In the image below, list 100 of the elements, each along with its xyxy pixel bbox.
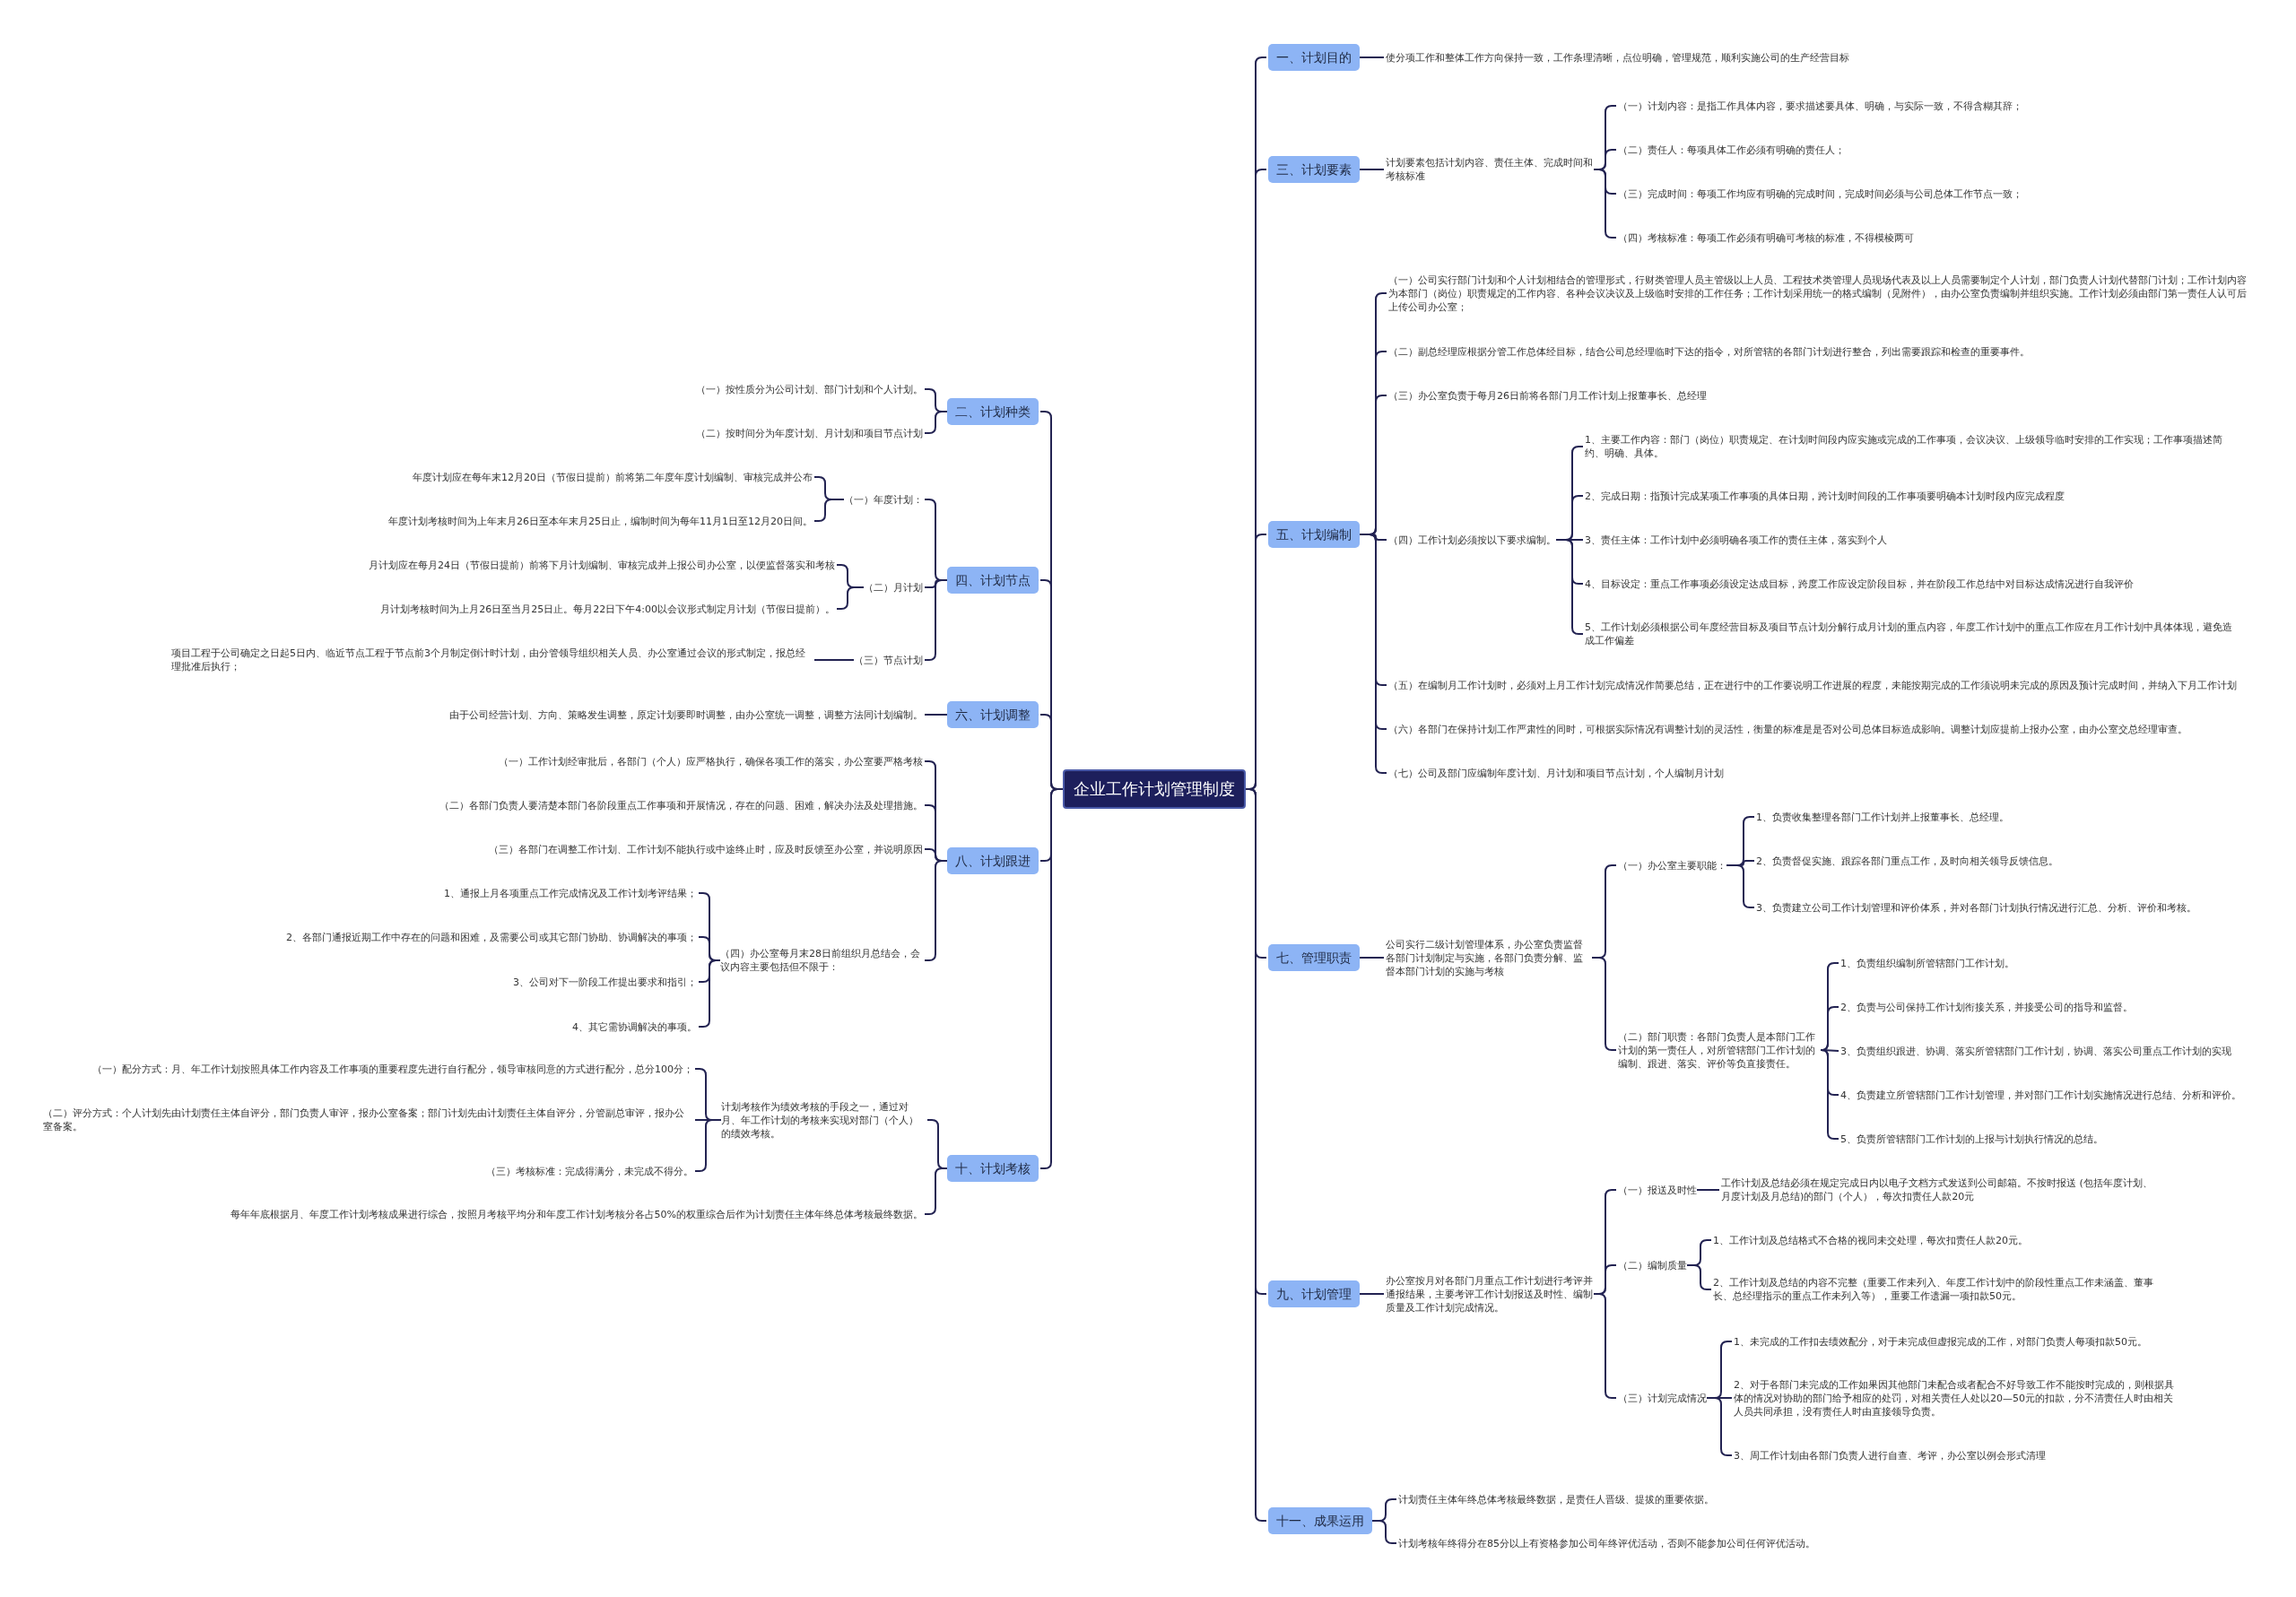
topic-text: 5、负责所管辖部门工作计划的上报与计划执行情况的总结。 bbox=[1840, 1132, 2103, 1146]
branch-topic-box: 十、计划考核 bbox=[947, 1155, 1039, 1182]
connector-line bbox=[836, 586, 865, 610]
topic-text: （一）按性质分为公司计划、部门计划和个人计划。 bbox=[696, 382, 923, 396]
connector-line bbox=[924, 411, 948, 434]
topic-text: 计划责任主体年终总体考核最终数据，是责任人晋级、提拔的重要依据。 bbox=[1398, 1492, 1714, 1506]
connector-line bbox=[924, 860, 948, 961]
connector-line bbox=[1686, 1264, 1712, 1290]
topic-text: 3、公司对下一阶段工作提出要求和指引； bbox=[513, 975, 697, 989]
topic-text: （二）副总经理应根据分管工作总体经目标，结合公司总经理临时下达的指令，对所管辖的各部门计划进行整合，列出需要跟踪和检查的重要事件。 bbox=[1388, 344, 2030, 359]
topic-text: 3、周工作计划由各部门负责人进行自查、考评，办公室以例会形式清理 bbox=[1734, 1448, 2046, 1462]
topic-text: （三）计划完成情况 bbox=[1618, 1391, 1707, 1405]
topic-text: 年度计划应在每年末12月20日（节假日提前）前将第二年度年度计划编制、审核完成并公布 bbox=[413, 470, 813, 484]
topic-text: （一）年度计划： bbox=[844, 492, 923, 507]
topic-text: 办公室按月对各部门月重点工作计划进行考评并通报结果，主要考评工作计划报送及时性、编制质量及工作计划完成情况。 bbox=[1386, 1273, 1594, 1315]
topic-text: 1、工作计划及总结格式不合格的视同未交处理，每次扣责任人款20元。 bbox=[1713, 1233, 2028, 1247]
topic-text: 计划考核年终得分在85分以上有资格参加公司年终评优活动，否则不能参加公司任何评优活动。 bbox=[1398, 1536, 1815, 1550]
topic-text: 公司实行二级计划管理体系，办公室负责监督各部门计划制定与实施，各部门负责分解、监督本部门计划的实施与考核 bbox=[1386, 937, 1592, 978]
topic-text: （三）办公室负责于每月26日前将各部门月工作计划上报董事长、总经理 bbox=[1388, 388, 1707, 403]
topic-text: 1、负责组织编制所管辖部门工作计划。 bbox=[1840, 956, 2014, 970]
topic-text: 1、未完成的工作扣去绩效配分，对于未完成但虚报完成的工作，对部门负责人每项扣款50元。 bbox=[1734, 1334, 2147, 1349]
topic-text: （一）计划内容：是指工作具体内容，要求描述要具体、明确，与实际一致，不得含糊其辞； bbox=[1618, 99, 2022, 113]
topic-text: 2、负责督促实施、跟踪各部门重点工作，及时向相关领导反馈信息。 bbox=[1756, 854, 2058, 868]
topic-text: （四）办公室每月末28日前组织月总结会，会议内容主要包括但不限于： bbox=[720, 947, 923, 974]
connector-line bbox=[1371, 1520, 1397, 1544]
connector-line bbox=[1820, 1049, 1839, 1140]
connector-line bbox=[1591, 957, 1617, 1051]
topic-text: （六）各部门在保持计划工作严肃性的同时，可根据实际情况有调整计划的灵活性，衡量的标准是是否对公司总体目标造成影响。调整计划应提前上报办公室，由办公室交总经理审查。 bbox=[1388, 722, 2276, 736]
topic-text: 工作计划及总结必须在规定完成日内以电子文档方式发送到公司邮箱。不按时报送 (包括年度计划、月度计划及月总结)的部门（个人），每次扣责任人款20元 bbox=[1721, 1176, 2161, 1203]
topic-text: 2、对于各部门未完成的工作如果因其他部门未配合或者配合不好导致工作不能按时完成的，则根据具体的情况对协助的部门给予相应的处罚，对相关责任人处以20—50元的扣款，分不清责任人时由相关人员共同承担，没有责任人时由直接领导负责。 bbox=[1734, 1377, 2178, 1419]
connector-line bbox=[1593, 169, 1617, 239]
connector-line bbox=[1726, 864, 1755, 908]
topic-text: （一）报送及时性 bbox=[1618, 1183, 1697, 1197]
connector-line bbox=[924, 579, 948, 661]
topic-text: 5、工作计划必须根据公司年度经营目标及项目节点计划分解行成月计划的重点内容，年度工作计划中的重点工作应在月工作计划中具体体现，避免造成工作偏差 bbox=[1585, 621, 2239, 647]
topic-text: 使分项工作和整体工作方向保持一致，工作条理清晰，点位明确，管理规范，顺利实施公司的生产经营目标 bbox=[1386, 50, 1849, 65]
connector-line bbox=[1359, 534, 1387, 774]
topic-text: （二）按时间分为年度计划、月计划和项目节点计划 bbox=[696, 426, 923, 440]
topic-text: 1、通报上月各项重点工作完成情况及工作计划考评结果； bbox=[444, 886, 697, 900]
connector-line bbox=[1706, 1397, 1733, 1456]
topic-text: （二）月计划 bbox=[864, 580, 923, 595]
connector-line bbox=[813, 659, 855, 661]
topic-text: 4、目标设定：重点工作事项必须设定达成目标，跨度工作应设定阶段目标，并在阶段工作总结中对目标达成情况进行自我评价 bbox=[1585, 577, 2134, 591]
connector-line bbox=[1696, 1189, 1720, 1191]
connector-line bbox=[694, 1119, 722, 1172]
connector-line bbox=[1359, 957, 1385, 959]
connector-line bbox=[1359, 169, 1385, 170]
topic-text: （一）工作计划经审批后，各部门（个人）应严格执行，确保各项工作的落实，办公室要严格考核 bbox=[499, 754, 923, 768]
central-topic-box: 企业工作计划管理制度 bbox=[1063, 769, 1246, 809]
topic-text: （五）在编制月工作计划时，必须对上月工作计划完成情况作简要总结，正在进行中的工作要说明工作进展的程度，未能按期完成的工作须说明未完成的原因及预计完成时间，并纳入下月工作计划 bbox=[1388, 678, 2276, 692]
topic-text: 3、责任主体：工作计划中必须明确各项工作的责任主体，落实到个人 bbox=[1585, 533, 1887, 547]
topic-text: 每年年底根据月、年度工作计划考核成果进行综合，按照月考核平均分和年度工作计划考核分各占50%的权重综合后作为计划责任主体年终总体考核最终数据。 bbox=[230, 1207, 923, 1221]
connector-line bbox=[1555, 539, 1584, 635]
topic-text: 月计划考核时间为上月26日至当月25日止。每月22日下午4:00以会议形式制定月计划（节假日提前）。 bbox=[380, 602, 835, 616]
topic-text: （二）评分方式：个人计划先由计划责任主体自评分，部门负责人审评，报办公室备案；部门计划先由计划责任主体自评分，分管副总审评，报办公室备案。 bbox=[43, 1107, 693, 1133]
topic-text: 计划要素包括计划内容、责任主体、完成时间和考核标准 bbox=[1386, 156, 1594, 183]
topic-text: 1、主要工作内容：部门（岗位）职责规定、在计划时间段内应实施或完成的工作事项，会议决议、上级领导临时安排的工作实现；工作事项描述简约、明确、具体。 bbox=[1585, 433, 2239, 460]
topic-text: （三）考核标准：完成得满分，未完成不得分。 bbox=[486, 1164, 693, 1178]
connector-line bbox=[1593, 1293, 1617, 1399]
topic-text: （二）各部门负责人要清楚本部门各阶段重点工作事项和开展情况，存在的问题、困难，解决办法及处理措施。 bbox=[439, 798, 923, 812]
topic-text: （二）部门职责：各部门负责人是本部门工作计划的第一责任人，对所管辖部门工作计划的编制、跟进、落实、评价等负直接责任。 bbox=[1618, 1029, 1821, 1071]
topic-text: （二）编制质量 bbox=[1618, 1258, 1687, 1272]
topic-text: （四）考核标准：每项工作必须有明确可考核的标准，不得模棱两可 bbox=[1618, 230, 1914, 245]
branch-topic-box: 六、计划调整 bbox=[947, 701, 1039, 728]
topic-text: 4、负责建立所管辖部门工作计划管理，并对部门工作计划实施情况进行总结、分析和评价。 bbox=[1840, 1088, 2241, 1102]
topic-text: 月计划应在每月24日（节假日提前）前将下月计划编制、审核完成并上报公司办公室，以便监督落实和考核 bbox=[369, 558, 835, 572]
topic-text: 由于公司经营计划、方向、策略发生调整，原定计划要即时调整，由办公室统一调整，调整方法同计划编制。 bbox=[449, 707, 923, 722]
topic-text: 2、负责与公司保持工作计划衔接关系，并接受公司的指导和监督。 bbox=[1840, 1000, 2133, 1014]
branch-topic-box: 十一、成果运用 bbox=[1268, 1507, 1372, 1534]
branch-topic-box: 二、计划种类 bbox=[947, 398, 1039, 425]
topic-text: 年度计划考核时间为上年末月26日至本年末月25日止，编制时间为每年11月1日至12月20日间。 bbox=[388, 514, 813, 528]
topic-text: 2、工作计划及总结的内容不完整（重要工作未列入、年度工作计划中的阶段性重点工作未涵盖、董事长、总经理指示的重点工作未列入等），重要工作遗漏一项扣款50元。 bbox=[1713, 1276, 2157, 1303]
topic-text: 1、负责收集整理各部门工作计划并上报董事长、总经理。 bbox=[1756, 810, 2009, 824]
connector-line bbox=[1359, 1293, 1385, 1295]
topic-text: （七）公司及部门应编制年度计划、月计划和项目节点计划，个人编制月计划 bbox=[1388, 766, 1724, 780]
topic-text: （三）完成时间：每项工作均应有明确的完成时间，完成时间必须与公司总体工作节点一致； bbox=[1618, 187, 2022, 201]
topic-text: （二）责任人：每项具体工作必须有明确的责任人； bbox=[1618, 143, 1845, 157]
topic-text: （一）公司实行部门计划和个人计划相结合的管理形式，行财类管理人员主管级以上人员、工程技术类管理人员现场代表及以上人员需要制定个人计划，部门负责人计划代替部门计划；工作计划内容为本部门（岗位）职责规定的工作内容、各种会议决议及上级临时安排的工作任务；工作计划采用统一的格式编制（见附件），由办公室负责编制并组织实施。工作计划必须由部门第一责任人认可后上传公司办公室； bbox=[1388, 273, 2249, 314]
branch-topic-box: 五、计划编制 bbox=[1268, 521, 1360, 548]
topic-text: （三）各部门在调整工作计划、工作计划不能执行或中途终止时，应及时反馈至办公室，并说明原因 bbox=[489, 842, 923, 856]
connector-line bbox=[813, 499, 845, 522]
branch-topic-box: 八、计划跟进 bbox=[947, 847, 1039, 874]
topic-text: （一）配分方式：月、年工作计划按照具体工作内容及工作事项的重要程度先进行自行配分，领导审核同意的方式进行配分，总分100分； bbox=[92, 1062, 693, 1076]
branch-topic-box: 七、管理职责 bbox=[1268, 944, 1360, 971]
topic-text: （三）节点计划 bbox=[854, 653, 923, 667]
connector-line bbox=[924, 714, 948, 716]
topic-text: 3、负责建立公司工作计划管理和评价体系，并对各部门计划执行情况进行汇总、分析、评价和考核。 bbox=[1756, 900, 2222, 915]
topic-text: （四）工作计划必须按以下要求编制。 bbox=[1388, 533, 1556, 547]
topic-text: 2、各部门通报近期工作中存在的问题和困难，及需要公司或其它部门协助、协调解决的事项； bbox=[286, 930, 697, 944]
topic-text: 计划考核作为绩效考核的手段之一，通过对月、年工作计划的考核来实现对部门（个人）的绩效考核。 bbox=[721, 1099, 926, 1141]
connector-line bbox=[1359, 56, 1385, 58]
branch-topic-box: 四、计划节点 bbox=[947, 567, 1039, 594]
topic-text: 项目工程于公司确定之日起5日内、临近节点工程于节点前3个月制定倒计时计划，由分管领导组织相关人员、办公室通过会议的形式制定，报总经理批准后执行； bbox=[171, 647, 813, 673]
connector-line bbox=[698, 959, 721, 1028]
topic-text: 4、其它需协调解决的事项。 bbox=[572, 1020, 697, 1034]
branch-topic-box: 一、计划目的 bbox=[1268, 44, 1360, 71]
topic-text: 2、完成日期：指预计完成某项工作事项的具体日期，跨计划时间段的工作事项要明确本计划时段内应完成程度 bbox=[1585, 489, 2065, 503]
branch-topic-box: 三、计划要素 bbox=[1268, 156, 1360, 183]
topic-text: （一）办公室主要职能： bbox=[1618, 858, 1726, 872]
branch-topic-box: 九、计划管理 bbox=[1268, 1280, 1360, 1307]
